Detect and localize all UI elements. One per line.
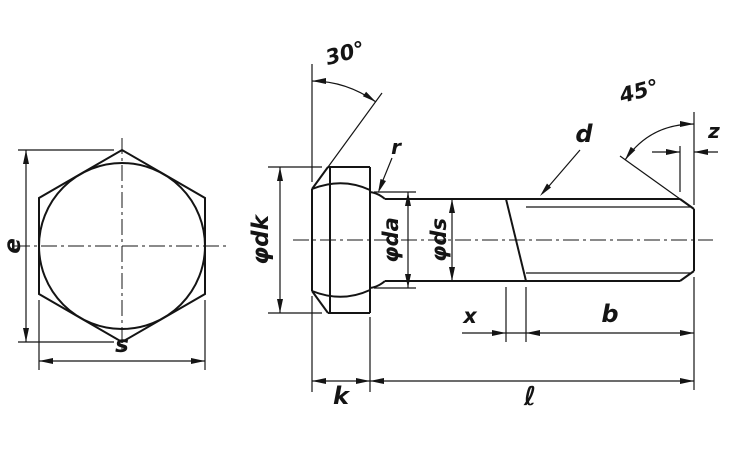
- dim-da: φda: [374, 191, 416, 289]
- head-chamfer-arc-top: [311, 182, 371, 191]
- label-k: k: [333, 382, 351, 410]
- label-d: d: [575, 120, 593, 148]
- dim-s: s: [38, 300, 206, 370]
- label-x: x: [462, 304, 478, 328]
- front-view-hex-head: [14, 138, 230, 354]
- dim-z: z: [652, 119, 720, 192]
- leader-r: r: [378, 135, 402, 193]
- bolt-shank: [369, 191, 506, 289]
- label-e: e: [0, 238, 26, 254]
- leader-d: d: [540, 120, 593, 196]
- dim-k-length: k ℓ: [311, 296, 694, 412]
- label-ds: φds: [427, 218, 451, 262]
- end-chamfer-bottom: [679, 270, 695, 282]
- underhead-fillet-top: [369, 191, 386, 200]
- bolt-head: [311, 166, 371, 314]
- label-angle-45: 45°: [616, 75, 662, 109]
- label-r: r: [391, 135, 402, 159]
- head-chamfer-circle: [38, 162, 206, 330]
- bolt-thread: [505, 198, 695, 282]
- dim-ds: φds: [427, 199, 455, 281]
- label-da: φda: [379, 217, 403, 263]
- angle-45: 45°: [616, 75, 695, 210]
- dim-dk: φdk: [248, 166, 322, 314]
- label-s: s: [115, 332, 129, 358]
- label-dk: φdk: [248, 213, 274, 264]
- underhead-fillet-bottom: [369, 280, 386, 289]
- dim-x-b: x b: [462, 277, 695, 390]
- head-chamfer-arc-bottom: [311, 289, 371, 298]
- label-b: b: [601, 300, 618, 328]
- thread-runout-line: [505, 198, 527, 282]
- label-angle-30: 30°: [323, 37, 368, 70]
- dim-e: e: [0, 149, 114, 343]
- hex-head-outline: [38, 148, 206, 344]
- label-length: ℓ: [523, 382, 536, 412]
- side-view-bolt: [293, 166, 713, 314]
- label-z: z: [707, 119, 720, 143]
